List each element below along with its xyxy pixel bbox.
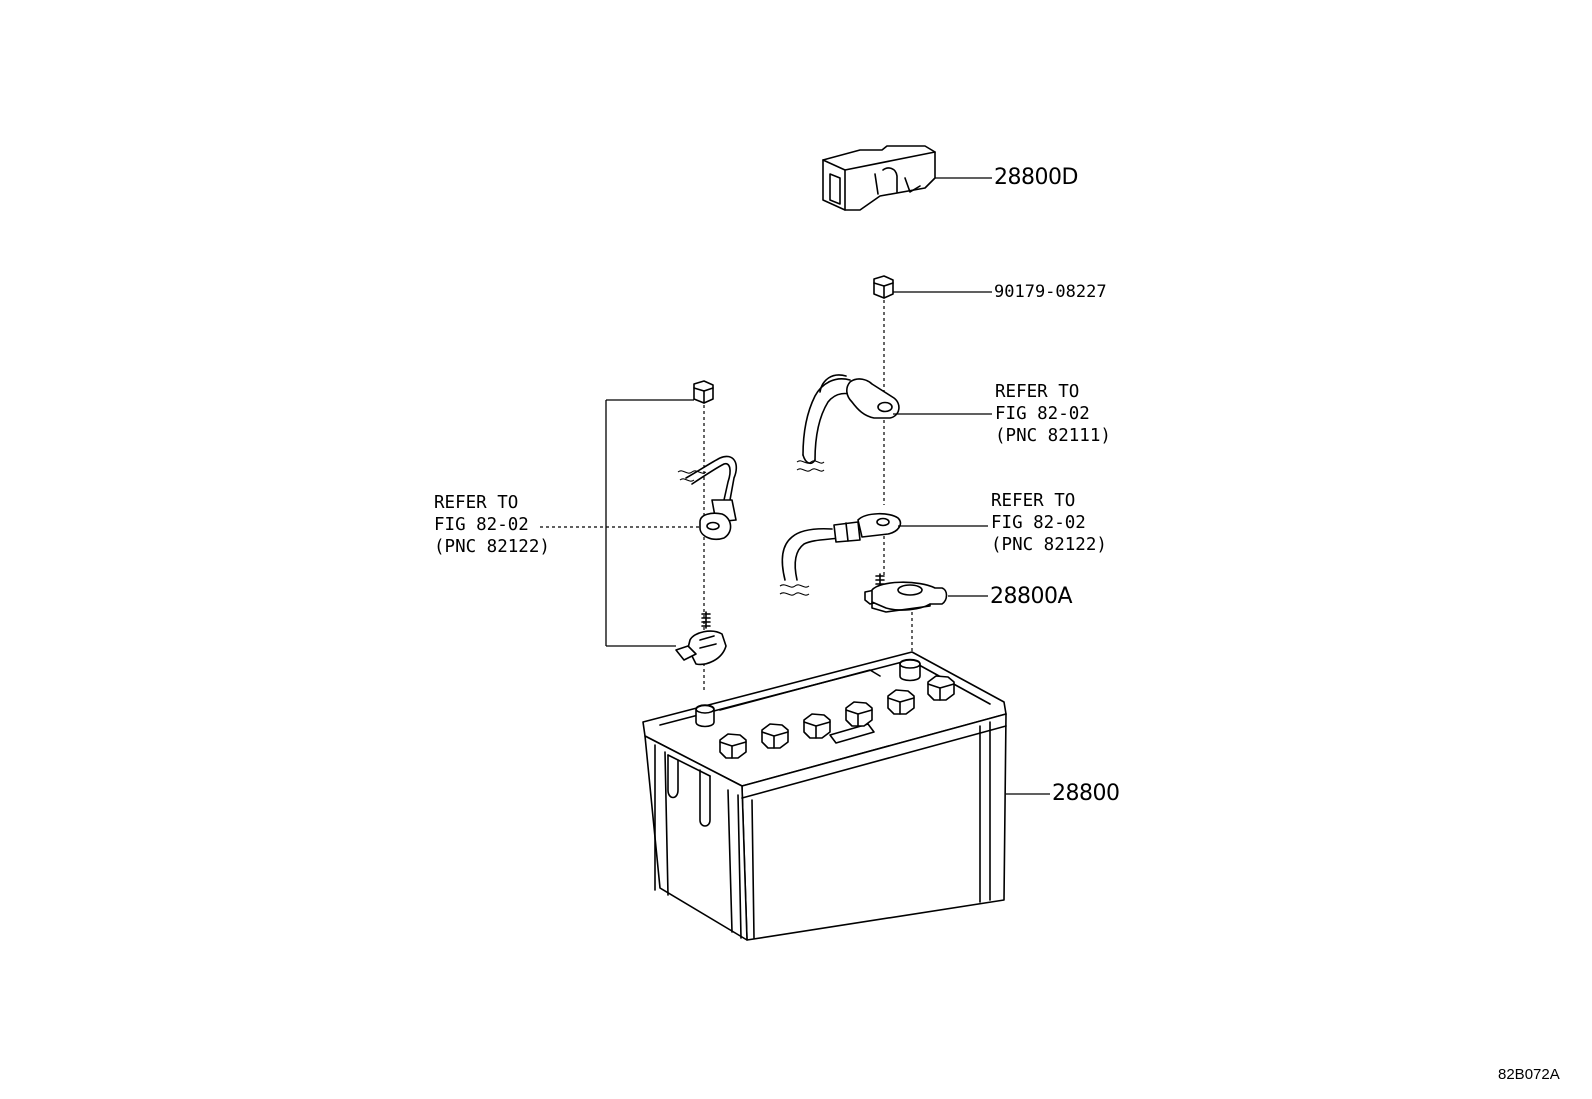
ref-positive-line3[interactable]: (PNC 82111): [995, 426, 1111, 446]
negative-cable-right[interactable]: [779, 512, 988, 596]
ref-negative-right-line2[interactable]: FIG 82-02: [991, 513, 1086, 533]
figure-id: 82B072A: [1498, 1066, 1560, 1083]
part-number-28800[interactable]: 28800: [1052, 781, 1120, 806]
terminal-protector-cover[interactable]: [822, 145, 992, 211]
negative-cable-left[interactable]: [677, 455, 738, 541]
nut-right[interactable]: [873, 275, 992, 299]
ref-negative-right-line3[interactable]: (PNC 82122): [991, 535, 1107, 555]
part-number-28800A[interactable]: 28800A: [990, 584, 1073, 609]
left-reference-bracket: [540, 399, 700, 647]
part-number-28800D[interactable]: 28800D: [994, 165, 1078, 190]
ref-negative-right-line1: REFER TO: [991, 491, 1076, 511]
battery[interactable]: [642, 651, 1050, 941]
nut-left[interactable]: [693, 380, 714, 404]
part-number-nut[interactable]: 90179-08227: [994, 282, 1107, 302]
ref-negative-left-line3[interactable]: (PNC 82122): [434, 537, 550, 557]
terminal-clamp-left[interactable]: [675, 611, 727, 666]
ref-negative-left-line2[interactable]: FIG 82-02: [434, 515, 529, 535]
ref-positive-line1: REFER TO: [995, 382, 1080, 402]
terminal-clamp[interactable]: [864, 573, 988, 613]
ref-positive-line2[interactable]: FIG 82-02: [995, 404, 1090, 424]
ref-negative-left-line1: REFER TO: [434, 493, 519, 513]
positive-cable[interactable]: [796, 374, 992, 472]
